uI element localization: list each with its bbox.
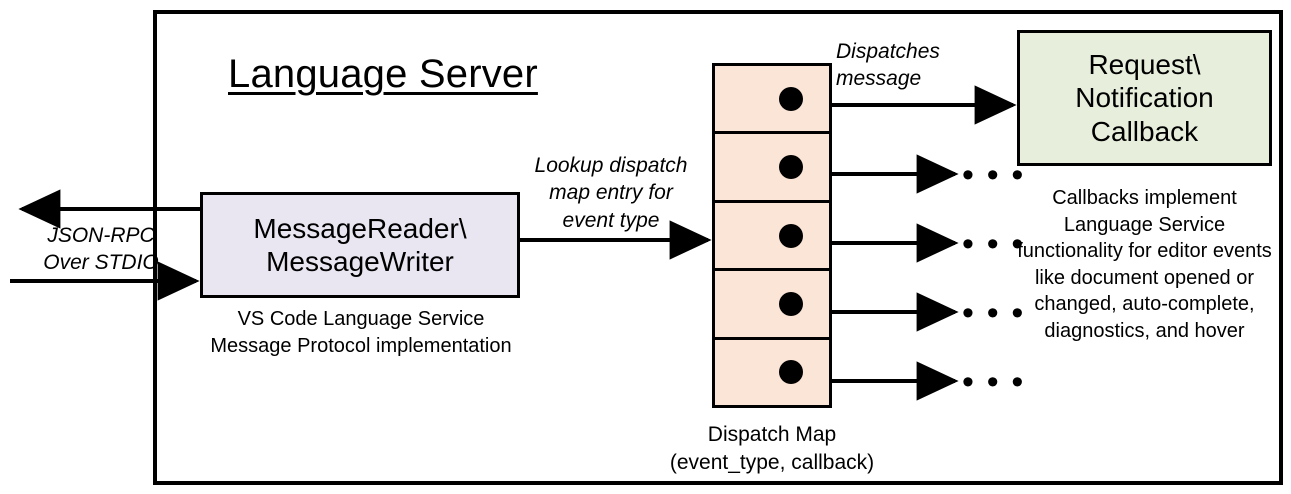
edge-label-dispatches-message: Dispatches message xyxy=(836,40,940,91)
dispatch-entry-dot-icon xyxy=(779,155,803,180)
ellipsis-row-5: • • • xyxy=(962,363,1027,401)
callback-box-line-2: Notification xyxy=(1075,82,1214,114)
dispatch-map-row[interactable] xyxy=(715,66,829,135)
page-title-text: Language Server xyxy=(228,52,538,96)
dispatch-entry-dot-icon xyxy=(779,291,803,316)
ellipsis-row-4: • • • xyxy=(962,294,1027,332)
message-reader-writer-node[interactable]: MessageReader\ MessageWriter xyxy=(200,192,520,298)
dispatch-map-table[interactable] xyxy=(712,63,832,408)
dispatch-caption-line-2: (event_type, callback) xyxy=(669,451,875,475)
callback-box-line-3: Callback xyxy=(1090,115,1199,147)
ellipsis-row-3: • • • xyxy=(962,225,1027,263)
dispatch-map-row[interactable] xyxy=(715,134,829,203)
dispatch-map-caption: Dispatch Map (event_type, callback) xyxy=(652,421,892,478)
dispatch-entry-dot-icon xyxy=(779,86,803,111)
message-caption-line-2: Message Protocol implementation xyxy=(210,335,512,357)
dispatch-map-row[interactable] xyxy=(715,203,829,272)
message-box-line-1: MessageReader\ xyxy=(253,212,467,244)
request-notification-callback-node[interactable]: Request\ Notification Callback xyxy=(1017,30,1272,166)
dispatch-map-row[interactable] xyxy=(715,271,829,340)
message-caption-line-1: VS Code Language Service xyxy=(237,308,485,330)
edge-label-jsonrpc: JSON-RPC Over STDIO xyxy=(43,224,159,275)
message-box-line-2: MessageWriter xyxy=(266,246,454,277)
dispatch-entry-dot-icon xyxy=(779,223,803,248)
callback-box-caption: Callbacks implement Language Service fun… xyxy=(1017,187,1272,342)
callback-box-line-1: Request\ xyxy=(1088,49,1201,81)
dispatch-caption-line-1: Dispatch Map xyxy=(707,423,837,446)
edge-label-lookup-dispatch: Lookup dispatch map entry for event type xyxy=(534,154,688,232)
dispatch-map-row[interactable] xyxy=(715,340,829,405)
page-title: Language Server xyxy=(228,52,538,97)
language-server-frame xyxy=(153,10,1283,485)
ellipsis-row-2: • • • xyxy=(962,156,1027,194)
message-box-caption: VS Code Language Service Message Protoco… xyxy=(186,306,536,360)
dispatch-entry-dot-icon xyxy=(779,360,803,385)
